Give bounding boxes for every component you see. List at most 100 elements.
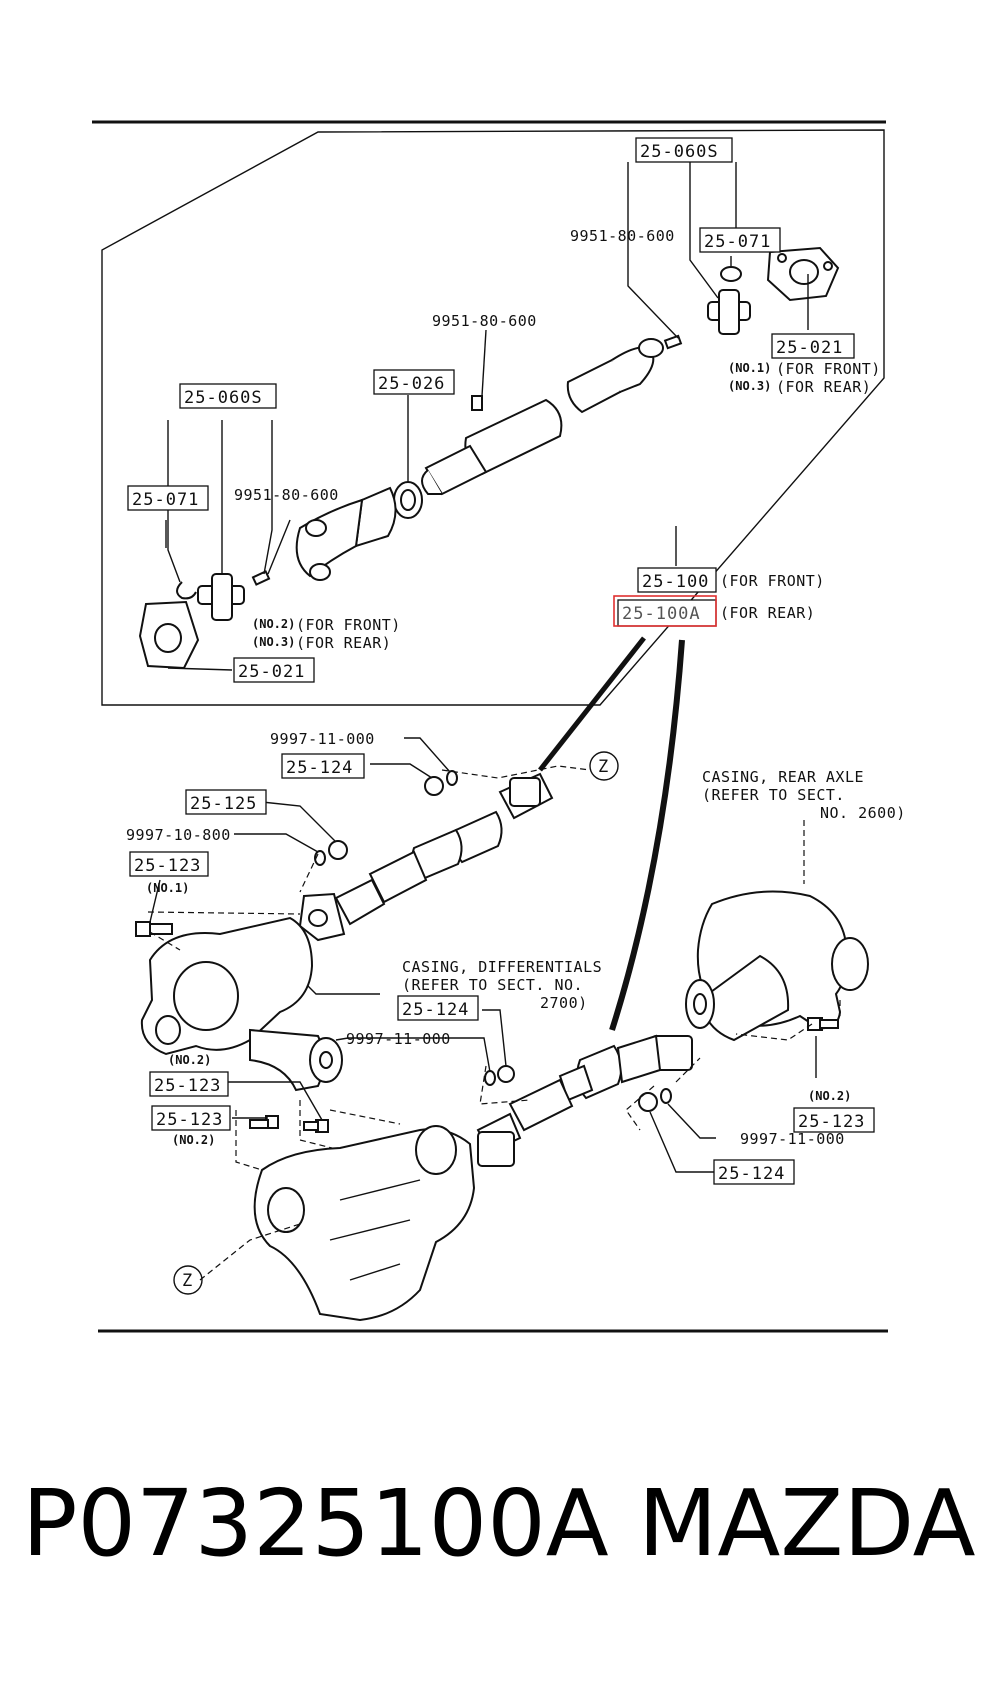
washer-top-label: 9997-11-000	[270, 730, 375, 748]
callout-bolt-123-rear-text: 25-123	[798, 1112, 865, 1132]
nut-mid-part	[497, 1065, 515, 1083]
callout-bolt-123-rear: 25-123	[793, 1107, 875, 1133]
callout-joint-kit-left-text: 25-060S	[184, 388, 263, 408]
callout-joint-kit-top: 25-060S	[635, 137, 733, 163]
left-yoke-note1-text: (FOR FRONT)	[296, 616, 401, 634]
nut-bottom-part	[638, 1092, 658, 1112]
left-yoke-note2-no: (NO.3)	[252, 635, 295, 649]
nut-front-part	[328, 840, 348, 860]
callout-joint-kit-left: 25-060S	[179, 383, 277, 409]
callout-snap-ring-left-text: 25-071	[132, 490, 199, 510]
rear-axle-casing	[685, 890, 869, 1042]
note-no1: (NO.1)	[146, 881, 189, 895]
leaders-lower	[149, 737, 817, 1173]
callout-bolt-123-trans-b: 25-123	[151, 1105, 231, 1131]
transmission	[253, 1125, 476, 1322]
callout-joint-kit-top-text: 25-060S	[640, 142, 719, 162]
ref-z-top-text: Z	[598, 757, 609, 777]
cross-joint-left	[197, 573, 245, 621]
leaders-upper	[165, 162, 809, 671]
callout-bolt-123-trans-b-text: 25-123	[156, 1110, 223, 1130]
front-differential	[140, 916, 343, 1092]
arrow-to-front-shaft	[538, 636, 646, 772]
dashed-guides	[147, 765, 841, 1281]
callout-bolt-125: 25-125	[185, 789, 267, 815]
front-driveshaft	[298, 772, 554, 942]
nut-top-part	[424, 776, 444, 796]
callout-yoke-left-text: 25-021	[238, 662, 305, 682]
shaft-rear-note: (FOR REAR)	[720, 604, 815, 622]
note-no2-rear: (NO.2)	[808, 1089, 851, 1103]
shaft-rear-highlight	[613, 595, 717, 627]
top-yoke-note2-text: (FOR REAR)	[776, 378, 871, 396]
callout-snap-ring-top-text: 25-071	[704, 232, 771, 252]
rear-axle-note-line3: NO. 2600)	[820, 804, 906, 822]
note-no2-trans-a: (NO.2)	[168, 1053, 211, 1067]
callout-bolt-123-front-text: 25-123	[134, 856, 201, 876]
washer-front-label: 9997-10-800	[126, 826, 231, 844]
shaft-front-note: (FOR FRONT)	[720, 572, 825, 590]
left-yoke-note1-no: (NO.2)	[252, 617, 295, 631]
callout-snap-ring-left: 25-071	[127, 485, 209, 511]
shaft-tube-right	[566, 338, 664, 414]
snap-ring-left	[176, 581, 197, 600]
callout-yoke-left: 25-021	[233, 657, 315, 683]
callout-dust-seal: 25-026	[373, 369, 455, 395]
callout-snap-ring-top: 25-071	[699, 227, 781, 253]
brand-name: MAZDA	[638, 1470, 976, 1577]
callout-shaft-rear: 25-100A	[613, 595, 717, 627]
ref-z-top	[589, 751, 619, 781]
callout-nut-mid-text: 25-124	[402, 1000, 469, 1020]
diff-note-line2: (REFER TO SECT. NO.	[402, 976, 583, 994]
exploded-view-frame	[101, 129, 885, 706]
callout-yoke-top: 25-021	[771, 333, 855, 359]
shaft-tube-main	[421, 398, 563, 496]
callout-dust-seal-text: 25-026	[378, 374, 445, 394]
bolt-trans-b-part	[249, 1115, 279, 1129]
rear-axle-note-line1: CASING, REAR AXLE	[702, 768, 864, 786]
callout-bolt-123-trans-a-text: 25-123	[154, 1076, 221, 1096]
bolt-trans-a-part	[303, 1119, 329, 1133]
cross-joint-top	[707, 289, 751, 335]
callout-nut-bottom: 25-124	[713, 1159, 795, 1185]
washer-mid-part	[484, 1070, 496, 1086]
grease-fitting-left-label: 9951-80-600	[234, 486, 339, 504]
grease-fitting-mid-part	[471, 395, 483, 411]
washer-mid-label: 9997-11-000	[346, 1030, 451, 1048]
callout-shaft-front-text: 25-100	[642, 572, 709, 592]
callout-bolt-125-text: 25-125	[190, 794, 257, 814]
top-yoke-note2-no: (NO.3)	[728, 379, 771, 393]
washer-bottom-label: 9997-11-000	[740, 1130, 845, 1148]
companion-yoke-top	[766, 246, 840, 302]
top-yoke-note1-text: (FOR FRONT)	[776, 360, 881, 378]
left-yoke-note2-text: (FOR REAR)	[296, 634, 391, 652]
callout-shaft-rear-text: 25-100A	[622, 604, 701, 624]
ref-z-bottom-text: Z	[182, 1271, 193, 1291]
callout-bolt-123-trans-a: 25-123	[149, 1071, 229, 1097]
top-yoke-note1-no: (NO.1)	[728, 361, 771, 375]
grease-fitting-top-label: 9951-80-600	[570, 227, 675, 245]
bolt-front-part	[135, 921, 173, 937]
note-no2-trans-b: (NO.2)	[172, 1133, 215, 1147]
part-number: P07325100A	[22, 1470, 609, 1577]
callout-nut-bottom-text: 25-124	[718, 1164, 785, 1184]
arrow-to-rear-shaft	[609, 639, 685, 1031]
diff-note-line3: 2700)	[540, 994, 588, 1012]
companion-yoke-left	[138, 600, 200, 670]
callout-nut-top-text: 25-124	[286, 758, 353, 778]
bolt-rear-part	[807, 1017, 839, 1031]
callout-shaft-front: 25-100	[637, 567, 717, 593]
callout-yoke-top-text: 25-021	[776, 338, 843, 358]
grease-fitting-left-part	[251, 570, 271, 586]
footer: P07325100A MAZDA	[0, 1470, 992, 1590]
callout-bolt-123-front: 25-123	[129, 851, 209, 877]
rear-axle-note-line2: (REFER TO SECT.	[702, 786, 845, 804]
grease-fitting-top-part	[663, 334, 683, 350]
snap-ring-top	[720, 266, 742, 282]
diff-note-line1: CASING, DIFFERENTIALS	[402, 958, 602, 976]
grease-fitting-mid-label: 9951-80-600	[432, 312, 537, 330]
callout-nut-mid: 25-124	[397, 995, 479, 1021]
washer-bottom-part	[660, 1088, 672, 1104]
washer-top-part	[446, 770, 458, 786]
